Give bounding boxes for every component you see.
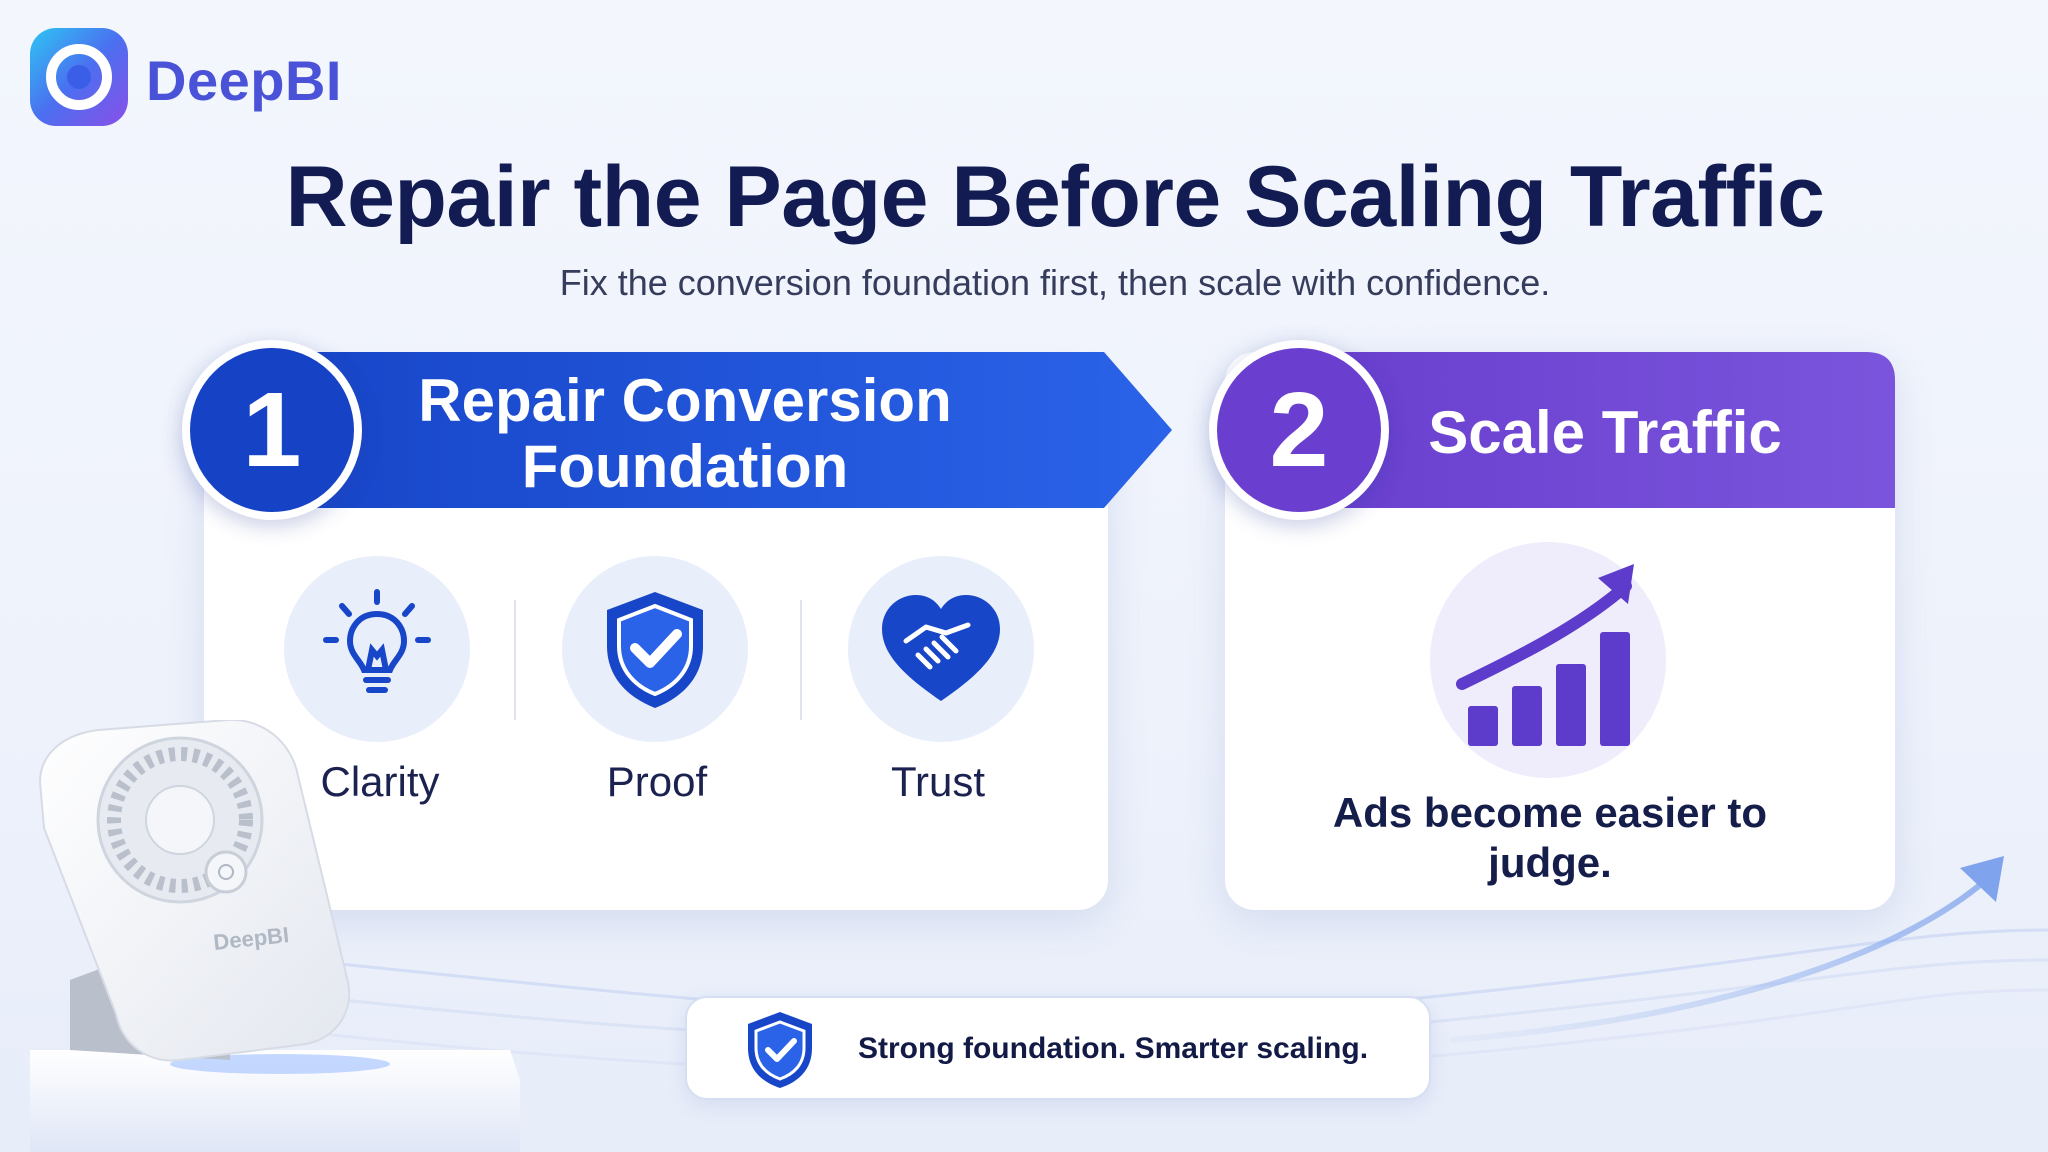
- page-title: Repair the Page Before Scaling Traffic: [285, 149, 1825, 245]
- step2-description: Ads become easier to judge.: [1332, 789, 1768, 886]
- growth-chart-icon: [1456, 564, 1634, 746]
- page-subtitle: Fix the conversion foundation first, the…: [559, 262, 1551, 303]
- feature-divider: [514, 600, 516, 720]
- step2-number: 2: [1209, 340, 1389, 520]
- handheld-fan-device: DeepBI: [30, 720, 520, 1152]
- feature-divider: [800, 600, 802, 720]
- shield-check-icon: [748, 1012, 812, 1088]
- footer-text: Strong foundation. Smarter scaling.: [858, 1032, 1369, 1065]
- proof-label: Proof: [606, 758, 708, 805]
- step1-number: 1: [182, 340, 362, 520]
- trust-feature: [848, 556, 1034, 742]
- clarity-label: Clarity: [320, 758, 440, 805]
- clarity-feature: [284, 556, 470, 742]
- lightbulb-icon: [323, 589, 431, 693]
- proof-feature: [562, 556, 748, 742]
- handshake-heart-icon: [882, 595, 1000, 701]
- step2-title: Scale Traffic: [1428, 399, 1782, 466]
- arrow-up-icon: [1960, 856, 2004, 902]
- deepbi-logo-icon: [30, 28, 128, 126]
- trust-label: Trust: [890, 758, 986, 805]
- brand-name: DeepBI: [146, 49, 342, 112]
- step1-title: Repair Conversion Foundation: [418, 367, 952, 500]
- shield-check-icon: [607, 592, 703, 708]
